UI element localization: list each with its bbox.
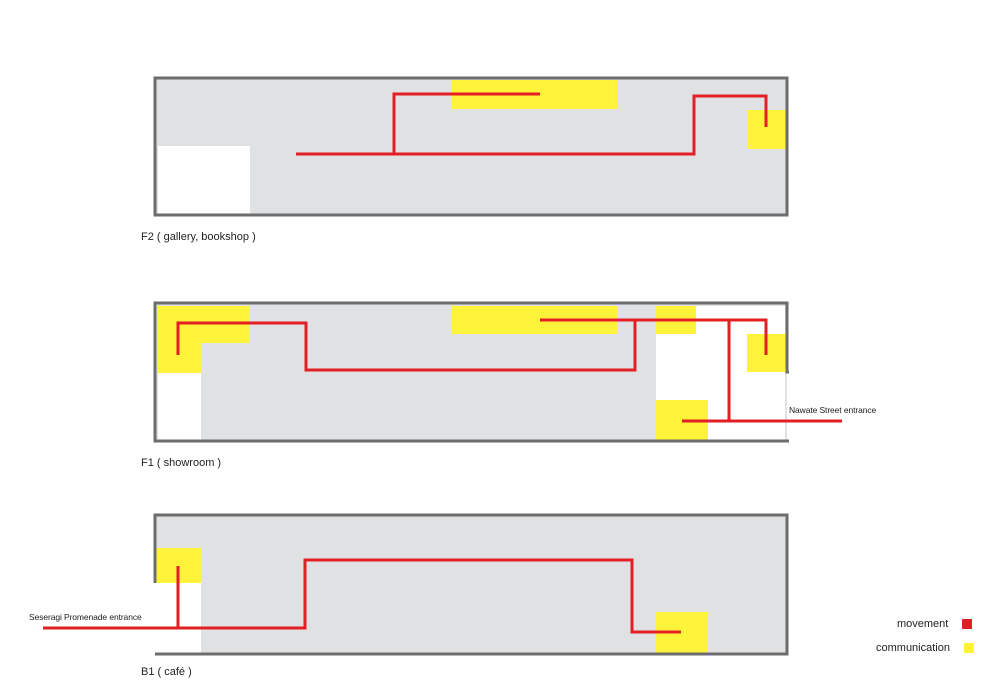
f2-void xyxy=(158,146,250,214)
f2-movement-path xyxy=(296,94,768,156)
communication-swatch-icon xyxy=(963,643,974,653)
legend-label-movement: movement xyxy=(897,618,949,630)
legend-label-communication: communication xyxy=(876,642,950,654)
movement-swatch-icon xyxy=(962,619,973,629)
legend-item-movement: movement xyxy=(897,618,973,630)
floor-label-f1: F1 ( showroom ) xyxy=(141,457,222,469)
f2-movement-path xyxy=(392,92,540,154)
f1-movement-path xyxy=(176,318,768,372)
entrance-label-nawate: Nawate Street entrance xyxy=(789,405,877,415)
f1-void xyxy=(158,372,201,441)
entrance-label-seseragi: Seseragi Promenade entrance xyxy=(29,612,142,622)
floor-label-f2: F2 ( gallery, bookshop ) xyxy=(141,231,256,243)
floor-plan-f2 xyxy=(153,76,789,217)
f1-wall xyxy=(153,301,789,443)
floor-label-b1: B1 ( café ) xyxy=(141,666,192,678)
floor-plan-b1 xyxy=(43,513,789,656)
b1-wall xyxy=(153,513,789,656)
f2-wall xyxy=(153,76,789,217)
legend-item-communication: communication xyxy=(876,642,974,654)
floor-plan-f1 xyxy=(153,301,842,443)
b1-movement-path xyxy=(43,558,681,634)
